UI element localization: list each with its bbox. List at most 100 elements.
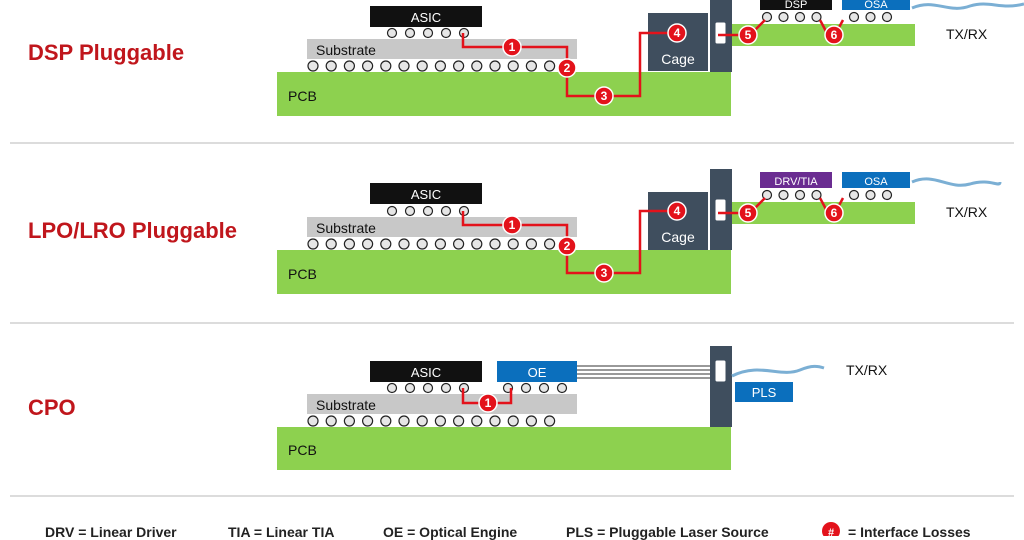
marker-number: 5: [745, 206, 752, 220]
section-title-dsp: DSP Pluggable: [28, 40, 185, 65]
connector-slot: [714, 21, 727, 45]
pcb-board: [277, 250, 731, 294]
marker-circle: [594, 86, 614, 106]
optical-fiber: [911, 2, 1024, 10]
solder-ball: [507, 415, 519, 427]
solder-ball: [865, 189, 876, 201]
txrx-label: TX/RX: [946, 204, 988, 220]
solder-ball: [865, 11, 876, 23]
solder-ball: [343, 238, 355, 250]
solder-ball: [398, 60, 410, 72]
marker-number: 5: [745, 28, 752, 42]
solder-ball: [489, 238, 501, 250]
solder-ball: [453, 415, 465, 427]
solder-ball: [794, 11, 806, 23]
pcb-label: PCB: [288, 88, 317, 104]
loss-marker-1: 1: [502, 215, 522, 235]
solder-ball: [543, 238, 556, 250]
pls-block: [735, 382, 793, 402]
solder-ball: [416, 60, 428, 72]
section-divider: [10, 142, 1014, 144]
marker-circle: [557, 58, 577, 78]
solder-ball: [434, 238, 446, 250]
loss-marker-4: 4: [667, 23, 687, 43]
cage-label: Cage: [661, 51, 695, 67]
solder-ball: [440, 382, 452, 394]
marker-circle: [667, 201, 687, 221]
section-divider: [10, 495, 1014, 497]
marker-circle: [557, 236, 577, 256]
marker-circle: [738, 203, 758, 223]
asic-chip: [370, 361, 482, 382]
loss-marker-3: 3: [594, 86, 614, 106]
solder-ball: [489, 60, 501, 72]
solder-ball: [422, 382, 434, 394]
solder-ball: [362, 60, 374, 72]
solder-ball: [543, 415, 556, 427]
connector-slot: [714, 198, 727, 222]
solder-ball: [422, 27, 434, 39]
solder-ball: [362, 238, 374, 250]
solder-ball: [848, 189, 860, 201]
oe-solder-balls: [502, 382, 568, 394]
marker-number: 2: [564, 61, 571, 75]
marker-number: 6: [831, 28, 838, 42]
substrate-label: Substrate: [316, 397, 376, 413]
solder-ball: [307, 60, 319, 72]
txrx-label: TX/RX: [946, 26, 988, 42]
solder-ball: [362, 415, 374, 427]
section-divider: [10, 322, 1014, 324]
faceplate: [710, 346, 732, 427]
pcb-label: PCB: [288, 266, 317, 282]
osa-solder-balls: [848, 11, 893, 23]
marker-number: 4: [674, 26, 681, 40]
loss-marker-3: 3: [594, 263, 614, 283]
section-title-lpo: LPO/LRO Pluggable: [28, 218, 238, 243]
solder-ball: [343, 415, 355, 427]
loss-marker-5: 5: [738, 25, 758, 45]
solder-ball: [325, 415, 337, 427]
marker-circle: [824, 25, 844, 45]
solder-ball: [440, 27, 452, 39]
solder-ball: [404, 382, 416, 394]
asic-chip: [370, 183, 482, 204]
solder-ball: [525, 238, 538, 250]
solder-ball: [761, 189, 773, 201]
module-board: [732, 24, 915, 46]
solder-ball: [543, 60, 556, 72]
loss-marker-4: 4: [667, 201, 687, 221]
solder-ball: [761, 11, 773, 23]
solder-ball: [404, 27, 416, 39]
txrx-label: TX/RX: [846, 362, 888, 378]
loss-marker-6: 6: [824, 203, 844, 223]
marker-number: 3: [601, 266, 608, 280]
optical-engine-block: [497, 361, 577, 382]
solder-ball: [520, 382, 532, 394]
osa-label: OSA: [864, 0, 888, 11]
pcb-solder-balls: [307, 238, 556, 250]
solder-ball: [343, 60, 355, 72]
pcb-solder-balls: [307, 415, 556, 427]
solder-ball: [471, 415, 483, 427]
dsp-chip: [760, 0, 832, 10]
asic-solder-balls: [386, 27, 470, 39]
solder-ball: [386, 27, 398, 39]
loss-marker-5: 5: [738, 203, 758, 223]
asic-solder-balls: [386, 382, 470, 394]
solder-ball: [538, 382, 550, 394]
solder-ball: [380, 415, 392, 427]
solder-ball: [416, 415, 428, 427]
asic-label: ASIC: [411, 365, 441, 380]
solder-ball: [811, 189, 822, 201]
asic-label: ASIC: [411, 10, 441, 25]
solder-ball: [489, 415, 501, 427]
solder-ball: [453, 238, 465, 250]
legend-badge-label: #: [828, 527, 834, 536]
solder-ball: [453, 60, 465, 72]
solder-ball: [434, 60, 446, 72]
legend-losses: = Interface Losses: [848, 524, 971, 540]
drv-solder-balls: [761, 189, 822, 201]
loss-marker-1: 1: [478, 393, 498, 413]
legend-loss-badge: #: [822, 522, 840, 536]
legend-oe: OE = Optical Engine: [383, 524, 518, 540]
